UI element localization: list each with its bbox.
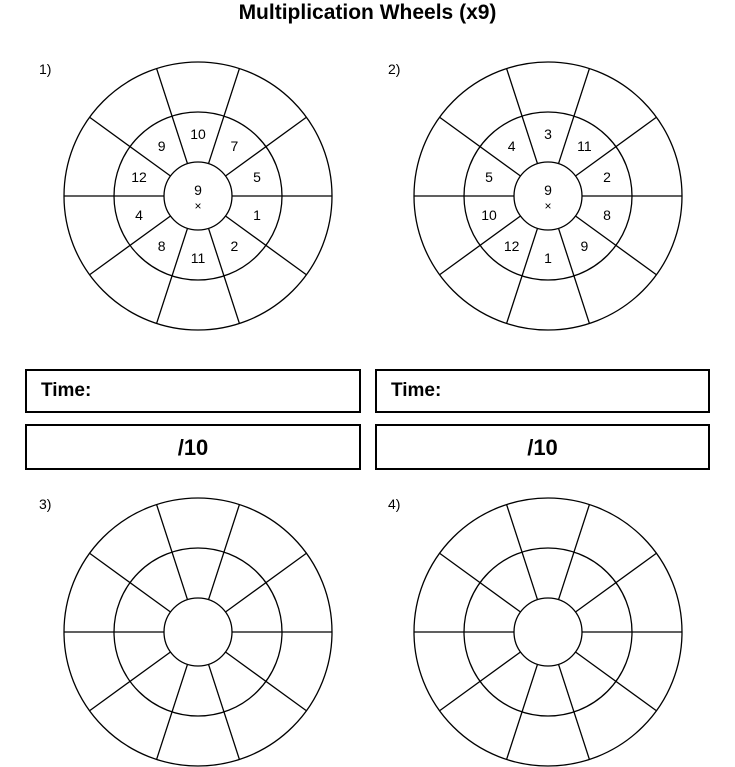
multiplication-wheel-4 bbox=[413, 497, 683, 767]
wheel-spoke bbox=[155, 68, 189, 164]
wheel-number: 3 bbox=[544, 126, 552, 142]
wheel-2-label: 2) bbox=[388, 61, 401, 77]
wheel-number: 8 bbox=[158, 238, 166, 254]
wheel-spoke bbox=[575, 651, 657, 712]
wheel-spoke bbox=[557, 68, 591, 164]
wheel-number: 5 bbox=[253, 169, 261, 185]
wheel-inner-ring bbox=[163, 597, 233, 667]
wheel-spoke bbox=[155, 504, 189, 600]
multiply-sign-icon: × bbox=[194, 199, 201, 213]
wheel-spoke bbox=[505, 504, 539, 600]
wheel-number: 8 bbox=[603, 207, 611, 223]
wheel-spoke bbox=[575, 116, 657, 177]
wheel-number: 12 bbox=[504, 238, 520, 254]
wheel-number: 9 bbox=[158, 138, 166, 154]
wheel-spoke bbox=[155, 228, 189, 324]
wheel-number: 1 bbox=[544, 250, 552, 266]
wheel-spoke bbox=[207, 664, 241, 760]
wheel-spoke bbox=[207, 504, 241, 600]
wheel-spoke bbox=[155, 664, 189, 760]
score-label: /10 bbox=[527, 435, 558, 460]
wheel-spoke bbox=[207, 228, 241, 324]
wheel-spoke bbox=[225, 116, 307, 177]
wheel-spoke bbox=[89, 116, 171, 177]
wheel-number: 9 bbox=[581, 238, 589, 254]
wheel-number: 4 bbox=[135, 207, 143, 223]
wheel-spoke bbox=[505, 228, 539, 324]
wheel-inner-ring bbox=[513, 597, 583, 667]
score-label: /10 bbox=[177, 435, 209, 460]
score-box-1[interactable]: /10 bbox=[25, 424, 361, 470]
time-box-1[interactable]: Time: bbox=[25, 369, 361, 413]
multiply-sign-icon: × bbox=[544, 199, 551, 213]
wheel-number: 11 bbox=[577, 138, 592, 154]
wheel-spoke bbox=[575, 215, 657, 276]
wheel-spoke bbox=[225, 215, 307, 276]
wheel-spoke bbox=[557, 664, 591, 760]
multiplication-wheel-3 bbox=[63, 497, 333, 767]
wheel-spoke bbox=[225, 552, 307, 613]
wheel-spoke bbox=[505, 664, 539, 760]
wheel-spoke bbox=[225, 651, 307, 712]
wheel-spoke bbox=[575, 552, 657, 613]
wheel-spoke bbox=[505, 68, 539, 164]
wheel-number: 4 bbox=[508, 138, 516, 154]
wheel-spoke bbox=[557, 504, 591, 600]
wheel-number: 11 bbox=[191, 250, 206, 266]
score-box-2[interactable]: /10 bbox=[375, 424, 710, 470]
wheel-number: 7 bbox=[231, 138, 239, 154]
wheel-center-number: 9 bbox=[194, 182, 202, 198]
wheel-spoke bbox=[89, 552, 171, 613]
time-label: Time: bbox=[41, 380, 92, 401]
wheel-spoke bbox=[557, 228, 591, 324]
wheel-number: 1 bbox=[253, 207, 261, 223]
wheel-number: 5 bbox=[485, 169, 493, 185]
wheel-number: 2 bbox=[603, 169, 611, 185]
wheel-spoke bbox=[439, 552, 521, 613]
time-box-2[interactable]: Time: bbox=[375, 369, 710, 413]
wheel-number: 10 bbox=[481, 207, 497, 223]
wheel-center-number: 9 bbox=[544, 182, 552, 198]
wheel-spoke bbox=[89, 215, 171, 276]
wheel-number: 12 bbox=[131, 169, 147, 185]
wheel-number: 2 bbox=[231, 238, 239, 254]
wheel-4-label: 4) bbox=[388, 496, 401, 512]
wheel-spoke bbox=[439, 116, 521, 177]
wheel-spoke bbox=[207, 68, 241, 164]
wheel-number: 10 bbox=[190, 126, 206, 142]
time-label: Time: bbox=[391, 380, 442, 401]
wheel-1-label: 1) bbox=[39, 61, 52, 77]
wheel-3-label: 3) bbox=[39, 496, 52, 512]
page-title: Multiplication Wheels (x9) bbox=[238, 1, 497, 24]
wheel-spoke bbox=[439, 651, 521, 712]
wheel-spoke bbox=[89, 651, 171, 712]
wheel-spoke bbox=[439, 215, 521, 276]
